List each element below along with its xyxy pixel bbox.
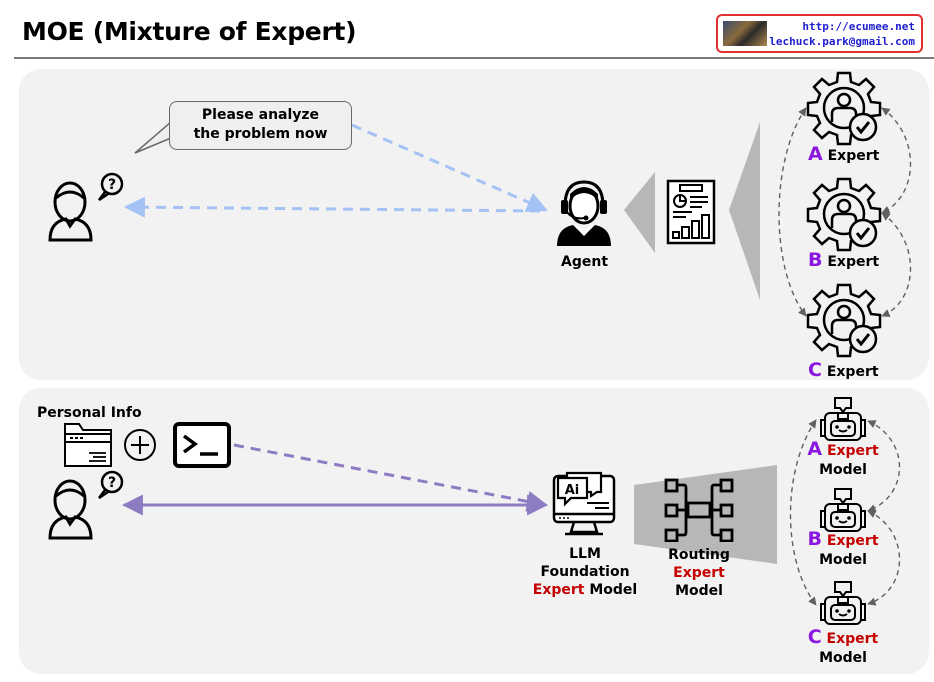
llm-expert-model-panel — [19, 388, 929, 674]
svg-text:?: ? — [108, 177, 116, 193]
svg-text:Ai: Ai — [565, 483, 580, 498]
agent-headset-icon — [557, 180, 611, 246]
expert-a-label: A Expert — [808, 143, 880, 165]
expert-c-label: C Expert — [808, 359, 879, 381]
credit-url[interactable]: http://ecumee.net — [802, 20, 915, 33]
credit-badge: http://ecumee.net lechuck.park@gmail.com — [716, 14, 923, 53]
routing-expert-label: Routing Expert Model — [668, 547, 730, 599]
agent-expert-panel — [19, 69, 929, 380]
user-question-icon: ? — [48, 172, 124, 242]
speech-bubble: Please analyze the problem now — [169, 101, 352, 150]
plus-circle-icon — [124, 429, 156, 461]
llm-ai-monitor-icon: Ai — [552, 471, 616, 536]
model-b-robot-icon — [820, 488, 866, 532]
report-document-icon — [666, 179, 716, 245]
svg-text:?: ? — [108, 475, 116, 491]
browser-folder-icon — [64, 423, 112, 467]
expert-b-label: B Expert — [808, 249, 880, 271]
title-divider — [14, 57, 934, 59]
personal-info-label: Personal Info — [37, 405, 142, 421]
routing-network-icon — [664, 478, 734, 542]
page-title: MOE (Mixture of Expert) — [22, 17, 357, 46]
model-c-robot-icon — [820, 581, 866, 625]
credit-email[interactable]: lechuck.park@gmail.com — [769, 35, 915, 48]
model-a-robot-icon — [820, 397, 866, 441]
model-a-label: A Expert Model — [807, 438, 879, 479]
terminal-prompt-icon — [173, 422, 231, 468]
llm-foundation-label: LLM Foundation Expert Model — [532, 546, 638, 598]
model-b-label: B Expert Model — [807, 528, 879, 569]
author-thumbnail — [723, 21, 767, 46]
model-c-label: C Expert Model — [807, 626, 879, 667]
user-question-icon-bottom: ? — [48, 470, 124, 540]
expert-b-gear-icon — [806, 177, 882, 252]
expert-a-gear-icon — [806, 71, 882, 146]
agent-label: Agent — [561, 254, 609, 270]
speech-bubble-tail — [134, 121, 172, 154]
expert-c-gear-icon — [806, 283, 882, 358]
